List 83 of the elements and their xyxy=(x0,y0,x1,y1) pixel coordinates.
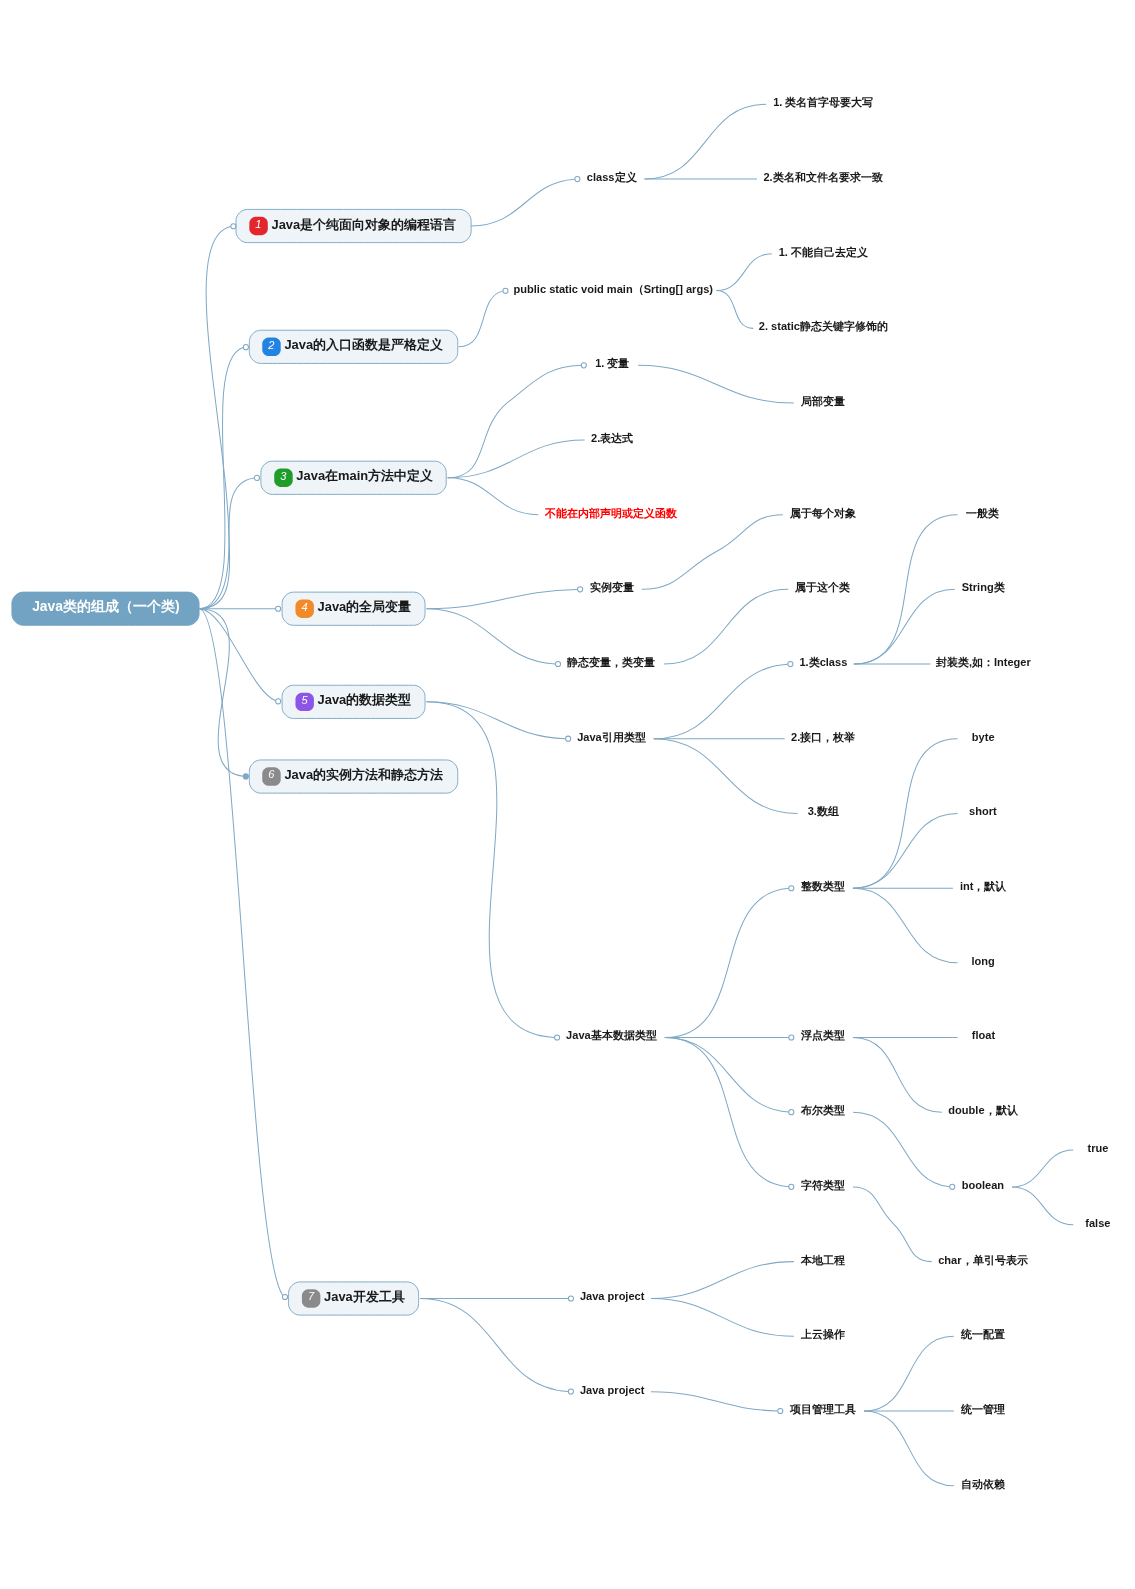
node-text: 2.表达式 xyxy=(591,431,634,444)
connector xyxy=(425,607,562,667)
connector xyxy=(641,513,784,590)
connector xyxy=(644,103,767,179)
connector xyxy=(458,287,509,347)
connector xyxy=(663,588,789,665)
node-text: float xyxy=(971,1028,996,1041)
connector xyxy=(447,476,539,515)
node-text: double，默认 xyxy=(948,1103,1018,1116)
node-text: 封装类,如：Integer xyxy=(935,655,1031,668)
node-text: 1. 不能自己去定义 xyxy=(778,245,868,258)
node-box: 5 Java的数据类型 xyxy=(281,684,426,719)
connector xyxy=(852,1185,933,1262)
node-box: 6 Java的实例方法和静态方法 xyxy=(248,759,459,794)
connector xyxy=(650,1297,795,1337)
node-text: 布尔类型 xyxy=(800,1103,845,1116)
connector xyxy=(852,887,954,889)
connector xyxy=(664,1036,795,1190)
node-box: 2 Java的入口函数是严格定义 xyxy=(248,329,459,364)
node-text: 1. 类名首字母要大写 xyxy=(773,95,874,108)
node-text: Java基本数据类型 xyxy=(566,1028,657,1041)
node-text: class定义 xyxy=(586,170,637,183)
connector xyxy=(853,513,959,665)
node-text: 实例变量 xyxy=(589,580,634,593)
node-text: 2.类名和文件名要求一致 xyxy=(763,170,883,183)
node-text: 1.类class xyxy=(799,655,848,668)
connector xyxy=(470,175,581,227)
connector xyxy=(425,700,561,1041)
connector xyxy=(852,1036,943,1113)
node-text: 1. 变量 xyxy=(595,356,630,369)
node-text: 统一配置 xyxy=(960,1327,1005,1340)
node-text: 属于每个对象 xyxy=(789,506,856,519)
connector xyxy=(1011,1185,1074,1225)
connector xyxy=(863,1410,955,1412)
node-text: String类 xyxy=(961,580,1005,593)
node-text: 上云操作 xyxy=(800,1327,845,1340)
connector xyxy=(852,737,959,889)
connector xyxy=(853,663,931,665)
node-text: 浮点类型 xyxy=(800,1028,845,1041)
connector xyxy=(653,737,799,814)
node-text: 2. static静态关键字修饰的 xyxy=(758,319,888,332)
connector xyxy=(863,1335,955,1412)
node-text: 字符类型 xyxy=(800,1178,845,1191)
node-text: 整数类型 xyxy=(800,879,845,892)
connector xyxy=(715,289,754,329)
node-box: Java类的组成（一个类) xyxy=(11,591,200,626)
node-text: 属于这个类 xyxy=(795,580,851,593)
node-text: 静态变量，类变量 xyxy=(567,655,656,668)
node-text: 2.接口，枚举 xyxy=(791,730,856,743)
connector xyxy=(853,588,956,665)
connector xyxy=(863,1410,955,1486)
node-text: 3.数组 xyxy=(807,804,839,817)
node-box: 3 Java在main方法中定义 xyxy=(260,460,447,495)
node-text: Java project xyxy=(579,1383,645,1396)
node-text: Java project xyxy=(579,1289,645,1302)
node-text: long xyxy=(971,954,995,967)
node-text: public static void main（Srting[] args) xyxy=(513,282,713,294)
node-text: short xyxy=(969,804,997,817)
connector xyxy=(852,812,959,889)
connector xyxy=(650,1390,784,1414)
node-text: Java引用类型 xyxy=(577,730,646,743)
node-text: char，单引号表示 xyxy=(938,1253,1028,1266)
connector xyxy=(852,887,959,963)
node-text: 项目管理工具 xyxy=(789,1402,856,1415)
connector xyxy=(644,177,758,179)
node-text: false xyxy=(1085,1216,1111,1229)
node-box: 7 Java开发工具 xyxy=(288,1280,420,1316)
node-text: 自动依赖 xyxy=(960,1477,1005,1490)
node-text: 局部变量 xyxy=(800,394,845,407)
node-text: 不能在内部声明或定义函数 xyxy=(545,506,678,519)
connector xyxy=(637,364,795,404)
node-text: 本地工程 xyxy=(800,1253,845,1266)
connector xyxy=(198,607,289,1300)
node-box: 1 Java是个纯面向对象的编程语言 xyxy=(235,208,472,243)
node-box: 4 Java的全局变量 xyxy=(281,591,426,626)
node-text: boolean xyxy=(961,1178,1005,1191)
node-text: int，默认 xyxy=(959,879,1007,892)
node-text: 一般类 xyxy=(966,506,1000,519)
node-text: true xyxy=(1087,1141,1109,1154)
connector xyxy=(852,1111,956,1190)
connector xyxy=(419,1297,574,1395)
node-text: 统一管理 xyxy=(960,1402,1005,1415)
node-text: byte xyxy=(971,730,995,743)
